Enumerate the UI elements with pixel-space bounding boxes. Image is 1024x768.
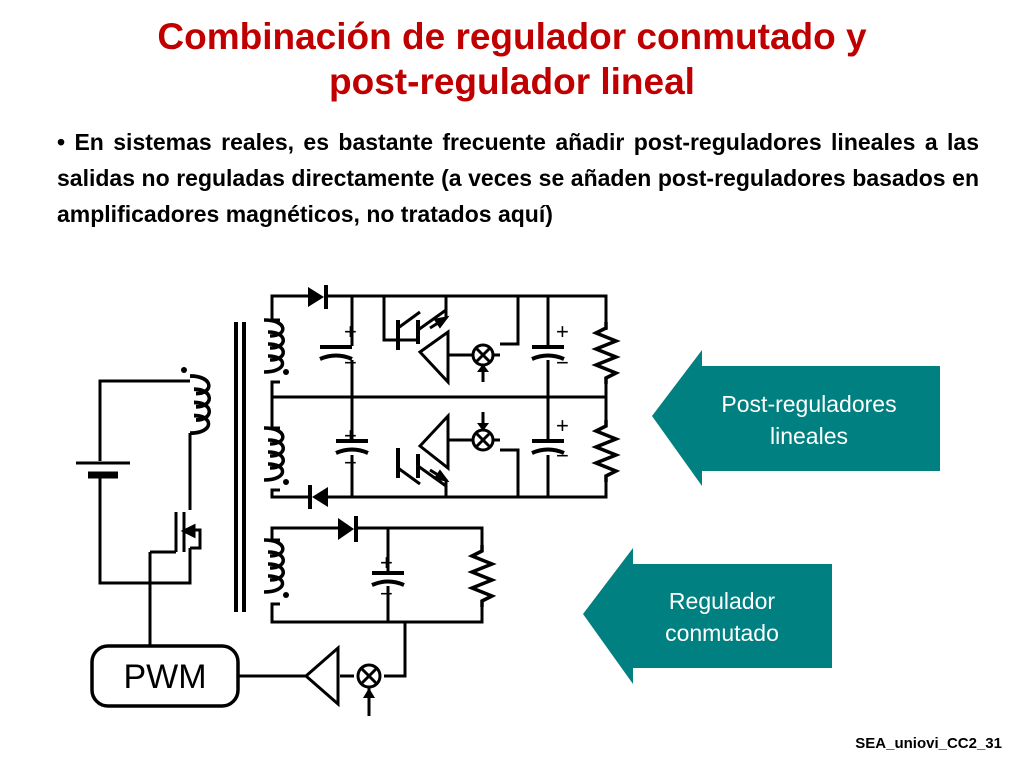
svg-text:+: + [380, 550, 393, 575]
svg-text:+: + [344, 423, 357, 448]
pass-transistor-2 [396, 448, 450, 497]
slide-title: Combinación de regulador conmutado y pos… [0, 14, 1024, 104]
error-amp-2 [417, 412, 450, 472]
callout-switch-line-1: Regulador [669, 588, 775, 614]
resistor-1 [594, 320, 618, 386]
bullet-symbol: • [57, 129, 66, 155]
callout-post-line-1: Post-reguladores [721, 391, 896, 417]
pwm-block: PWM [90, 644, 240, 708]
svg-text:+: + [344, 319, 357, 344]
svg-text:+: + [556, 413, 569, 438]
slide-footer: SEA_uniovi_CC2_31 [855, 735, 1002, 752]
coil-secondary-2 [262, 426, 286, 482]
svg-text:−: − [556, 350, 569, 375]
diode-3 [338, 516, 358, 542]
error-amp-1 [417, 329, 450, 386]
summing-junction-1 [448, 343, 500, 382]
coil-secondary-1 [262, 318, 286, 374]
feedback-amplifier [303, 644, 340, 708]
diode-2 [308, 485, 328, 509]
summing-junction-2 [448, 412, 500, 452]
svg-text:+: + [556, 319, 569, 344]
bullet-paragraph: • En sistemas reales, es bastante frecue… [57, 124, 979, 232]
coil-primary [188, 374, 212, 436]
title-line-1: Combinación de regulador conmutado y [157, 16, 867, 57]
callout-post-line-2: lineales [770, 423, 848, 449]
winding-dots [181, 367, 289, 598]
callout-switch-line-2: conmutado [665, 620, 779, 646]
mosfet-switch [174, 512, 196, 552]
diode-1 [308, 285, 328, 309]
wiring [76, 294, 608, 678]
svg-text:−: − [344, 350, 357, 375]
svg-text:−: − [380, 581, 393, 606]
pass-transistor-1 [396, 296, 450, 350]
resistor-3 [470, 543, 494, 609]
resistor-2 [594, 418, 618, 484]
title-line-2: post-regulador lineal [329, 61, 695, 102]
svg-text:−: − [556, 443, 569, 468]
bullet-text: En sistemas reales, es bastante frecuent… [57, 129, 979, 227]
svg-text:PWM: PWM [123, 658, 206, 696]
coil-secondary-3 [262, 538, 286, 594]
feedback-summing-junction [356, 663, 382, 716]
callout-regulador-conmutado: Regulador conmutado [583, 548, 832, 684]
svg-text:−: − [344, 450, 357, 475]
polarity-signs: + − + − + − + − + − [344, 319, 569, 606]
callout-post-reguladores: Post-reguladores lineales [652, 350, 940, 486]
